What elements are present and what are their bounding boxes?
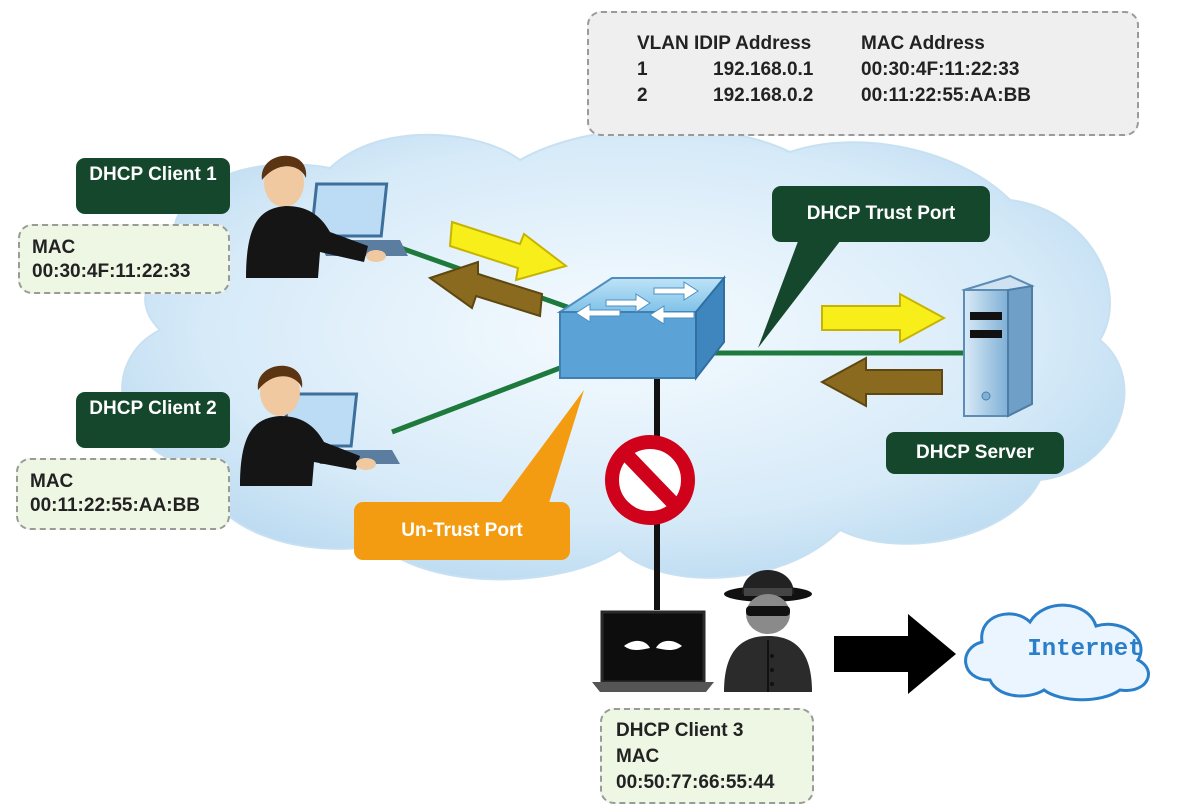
client2-mac-value: 00:11:22:55:AA:BB [30,495,201,516]
binding-table: VLAN ID IP Address MAC Address 1 192.168… [637,31,1031,109]
client1-title-tag: DHCP Client 1 [76,158,230,214]
client3-mac-value: 00:50:77:66:55:44 [616,772,775,793]
client1-title: DHCP Client 1 [89,164,217,185]
untrust-port-tag: Un-Trust Port [354,502,570,560]
arrow-switch-to-client1 [427,260,544,318]
trust-port-label: DHCP Trust Port [806,203,956,224]
malicious-laptop-icon [592,610,714,692]
untrust-port-pointer [498,390,584,506]
arrow-client1-to-switch [448,220,569,282]
client2-mac-label: MAC [30,471,74,492]
table-row: 1 192.168.0.1 00:30:4F:11:22:33 [637,57,1031,83]
internet-label: Internet [1027,636,1143,663]
header-vlan-id: VLAN ID [637,33,713,54]
user-laptop-icon-client2 [240,365,400,486]
cell-vlan-id: 2 [637,85,648,106]
table-header-row: VLAN ID IP Address MAC Address [637,31,1031,57]
server-label: DHCP Server [916,442,1034,463]
client1-mac-box: MAC 00:30:4F:11:22:33 [18,224,230,294]
arrow-to-internet [834,614,956,694]
server-tag: DHCP Server [886,432,1064,474]
binding-table-panel: VLAN ID IP Address MAC Address 1 192.168… [587,11,1139,136]
hacker-icon [724,570,812,692]
cell-mac-address: 00:30:4F:11:22:33 [861,59,1020,80]
traffic-arrows [427,220,956,694]
switch-icon [556,275,727,381]
client1-mac-label: MAC [32,237,76,258]
cell-mac-address: 00:11:22:55:AA:BB [861,85,1032,106]
server-icon [961,274,1035,418]
trust-port-pointer [758,236,844,348]
arrow-switch-to-server [821,292,947,344]
cell-ip-address: 192.168.0.2 [713,85,814,106]
header-ip-address: IP Address [713,33,812,54]
internet-cloud-icon [964,603,1150,702]
arrow-server-to-switch [819,356,943,408]
cell-ip-address: 192.168.0.1 [713,59,814,80]
client1-mac-value: 00:30:4F:11:22:33 [32,261,191,282]
client2-mac-box: MAC 00:11:22:55:AA:BB [16,458,230,530]
client2-title: DHCP Client 2 [89,398,217,419]
block-icon [605,435,695,525]
client3-mac-label: MAC [616,746,660,767]
user-laptop-icon-client1 [246,155,408,278]
header-mac-address: MAC Address [861,33,985,54]
client3-box: DHCP Client 3 MAC 00:50:77:66:55:44 [600,708,814,804]
client2-title-tag: DHCP Client 2 [76,392,230,448]
table-row: 2 192.168.0.2 00:11:22:55:AA:BB [637,83,1031,109]
client3-title: DHCP Client 3 [616,720,744,741]
cell-vlan-id: 1 [637,59,648,80]
untrust-port-label: Un-Trust Port [401,520,523,541]
link-client2-switch [391,365,561,435]
trust-port-tag: DHCP Trust Port [772,186,990,242]
